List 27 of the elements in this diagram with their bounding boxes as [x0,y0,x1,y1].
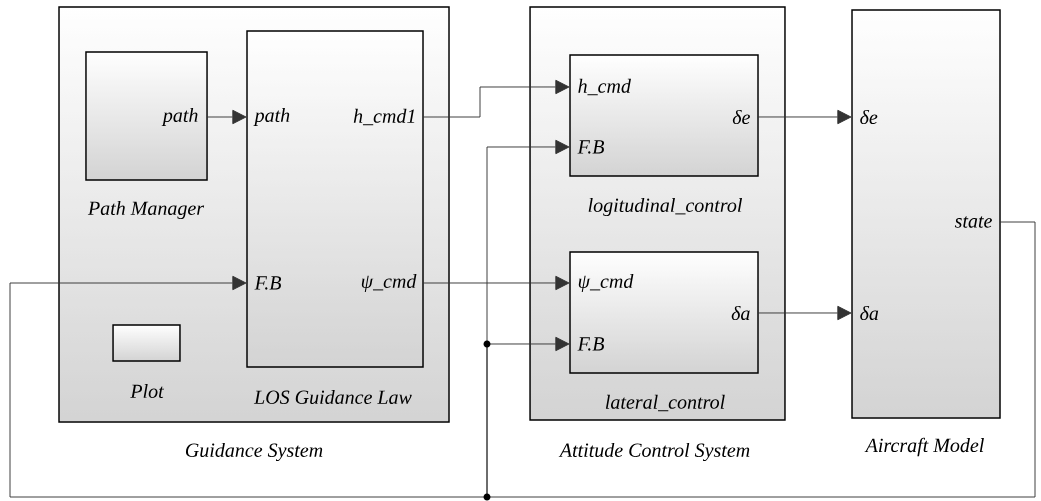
port-label: ψ_cmd [361,273,417,293]
arrow [422,79,570,118]
port-label: path [161,107,198,127]
port-label: δa [860,305,879,321]
block-label: Plot [130,384,165,399]
arrow [757,109,852,125]
port-label: h_cmd [578,78,631,96]
port-label: F.B [577,337,605,351]
subsystem-label: Guidance System [185,442,323,462]
port-label: δa [731,305,750,321]
port-label: state [954,216,992,228]
port-label: ψ_cmd [578,273,634,293]
block-label: lateral_control [605,394,725,412]
block-label: Path Manager [87,200,205,220]
arrow [206,109,247,125]
block-label: logitudinal_control [588,197,742,217]
arrow [422,275,570,291]
port-label: F.B [577,140,605,154]
port-label: path [253,107,290,127]
block-label: LOS Guidance Law [253,389,412,405]
port-label: δe [732,109,750,125]
port-label: F.B [254,276,282,290]
port-label: h_cmd1 [353,108,415,126]
block-label: Aircraft Model [864,437,984,457]
arrow [757,305,852,321]
port-label: δe [860,109,878,125]
subsystem-label: Attitude Control System [558,442,750,462]
